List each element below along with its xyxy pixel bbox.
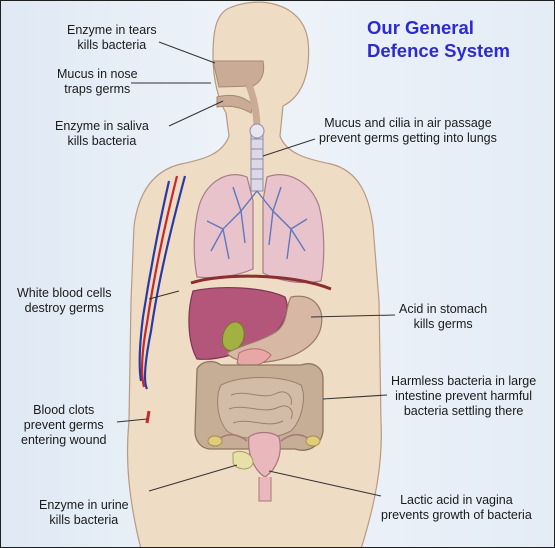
label-tears: Enzyme in tears kills bacteria <box>67 23 157 53</box>
wound-mark <box>145 410 151 424</box>
label-intestine-line-1: Harmless bacteria in large <box>391 374 537 388</box>
label-saliva-line-1: Enzyme in saliva <box>55 119 149 133</box>
label-nose: Mucus in nose traps germs <box>57 67 138 97</box>
label-vagina-line-2: prevents growth of bacteria <box>381 508 532 522</box>
diaphragm <box>190 274 332 291</box>
label-intestine-line-2: intestine prevent harmful <box>395 389 533 403</box>
intestines <box>194 360 324 451</box>
label-clots-line-3: entering wound <box>21 433 107 447</box>
label-intestine-line-3: bacteria settling there <box>403 404 524 418</box>
label-air-line-2: prevent germs getting into lungs <box>319 131 497 145</box>
bronchi <box>206 186 308 260</box>
arm-blood-vessels <box>138 175 187 390</box>
nasal-cavity <box>212 60 265 88</box>
label-stomach-acid: Acid in stomach kills germs <box>399 302 487 332</box>
mouth-cavity <box>216 94 254 114</box>
lungs <box>193 174 325 284</box>
label-vagina-line-1: Lactic acid in vagina <box>400 493 513 507</box>
label-clots-line-2: prevent germs <box>23 418 104 432</box>
label-urine: Enzyme in urine kills bacteria <box>39 498 129 528</box>
label-large-intestine: Harmless bacteria in large intestine pre… <box>391 374 536 419</box>
leader-lines <box>116 41 396 497</box>
label-air-passage: Mucus and cilia in air passage prevent g… <box>319 116 497 146</box>
label-clots-line-1: Blood clots <box>33 403 95 417</box>
label-nose-line-2: traps germs <box>64 82 131 96</box>
title-line-2: Defence System <box>367 40 510 61</box>
trachea <box>249 123 265 192</box>
label-urine-line-2: kills bacteria <box>49 513 119 527</box>
label-wbc-line-2: destroy germs <box>24 301 104 315</box>
uterus-and-ovaries <box>207 431 321 502</box>
label-stomach-line-1: Acid in stomach <box>399 302 488 316</box>
label-tears-line-2: kills bacteria <box>77 38 147 52</box>
right-lung <box>262 174 325 284</box>
label-saliva-line-2: kills bacteria <box>67 134 137 148</box>
label-urine-line-1: Enzyme in urine <box>39 498 129 512</box>
label-blood-clots: Blood clots prevent germs entering wound <box>21 403 106 448</box>
label-tears-line-1: Enzyme in tears <box>67 23 157 37</box>
left-lung <box>193 174 254 279</box>
bladder <box>232 450 254 470</box>
label-air-line-1: Mucus and cilia in air passage <box>324 116 492 130</box>
label-stomach-line-2: kills germs <box>413 317 473 331</box>
title-line-1: Our General <box>367 17 474 38</box>
label-vagina: Lactic acid in vagina prevents growth of… <box>381 493 532 523</box>
label-white-blood-cells: White blood cells destroy germs <box>17 286 112 316</box>
label-nose-line-1: Mucus in nose <box>57 67 138 81</box>
label-wbc-line-1: White blood cells <box>17 286 112 300</box>
diagram-title: Our General Defence System <box>367 16 510 62</box>
label-saliva: Enzyme in saliva kills bacteria <box>55 119 149 149</box>
